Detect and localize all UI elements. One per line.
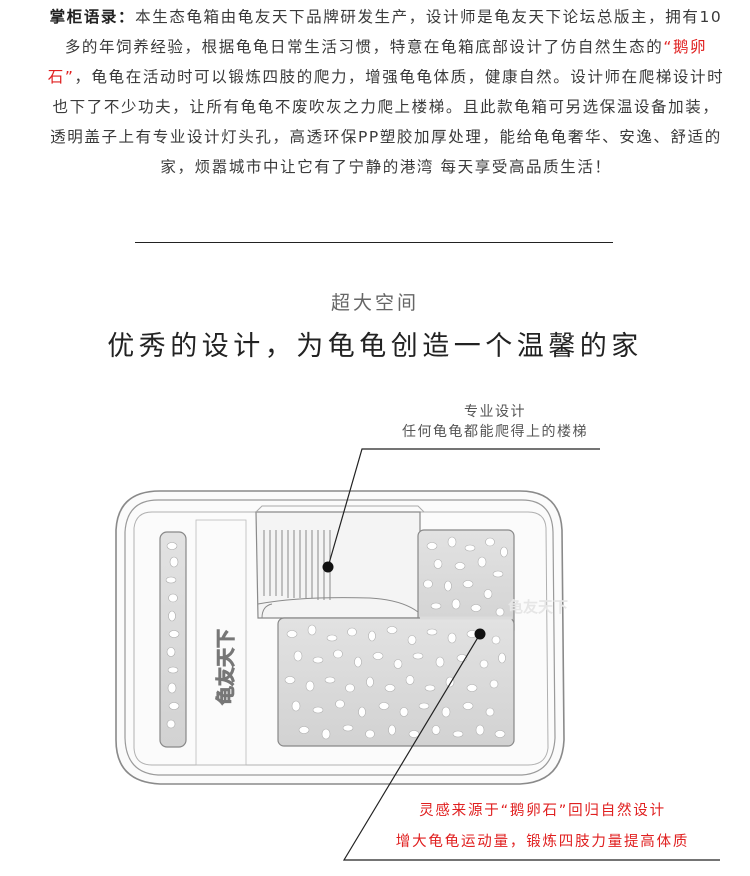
leader-line-bottom xyxy=(342,633,720,861)
leader-line-top xyxy=(327,448,600,568)
section-subtitle: 超大空间 xyxy=(330,292,419,314)
callout-pebbles: 灵感来源于“鹅卵石”回归自然设计 增大龟龟运动量，锻炼四肢力量提高体质 xyxy=(370,796,715,858)
marker-pebbles xyxy=(474,628,486,640)
tank-rim xyxy=(124,499,556,776)
watermark-logo: 龟友天下 xyxy=(508,598,568,616)
left-wall-panel xyxy=(195,519,247,766)
divider-line xyxy=(135,242,613,243)
intro-text-before: 本生态龟箱由龟友天下品牌研发生产，设计师是龟友天下论坛总版主，拥有10多的年饲养… xyxy=(64,8,723,56)
platform-ledge xyxy=(255,505,425,513)
callout-stairs-title: 专业设计 xyxy=(464,404,526,420)
left-pebble-strip xyxy=(159,531,187,748)
callout-pebbles-desc: 增大龟龟运动量，锻炼四肢力量提高体质 xyxy=(395,834,690,850)
callout-pebbles-title: 灵感来源于“鹅卵石”回归自然设计 xyxy=(419,803,666,819)
intro-text-after: ，龟龟在活动时可以锻炼四肢的爬力，增强龟龟体质，健康自然。设计师在爬梯设计时也下… xyxy=(50,68,725,176)
tank-inner-wall xyxy=(133,511,549,766)
pebbles xyxy=(284,536,508,740)
left-strip-pebbles xyxy=(165,542,180,729)
side-logo: 龟友天下 xyxy=(214,629,237,705)
section-headline: 优秀的设计，为龟龟创造一个温馨的家 xyxy=(107,331,643,362)
callout-stairs-desc: 任何龟龟都能爬得上的楼梯 xyxy=(402,424,588,440)
ladder-slope xyxy=(257,597,419,613)
ladder-step-edge xyxy=(261,603,273,619)
intro-highlight: “鹅卵石” xyxy=(47,38,708,86)
callout-stairs: 专业设计 任何龟龟都能爬得上的楼梯 xyxy=(330,402,660,442)
intro-paragraph: 掌柜语录：本生态龟箱由龟友天下品牌研发生产，设计师是龟友天下论坛总版主，拥有10… xyxy=(46,2,726,182)
intro-lead: 掌柜语录： xyxy=(49,8,136,26)
marker-stairs xyxy=(322,561,334,573)
